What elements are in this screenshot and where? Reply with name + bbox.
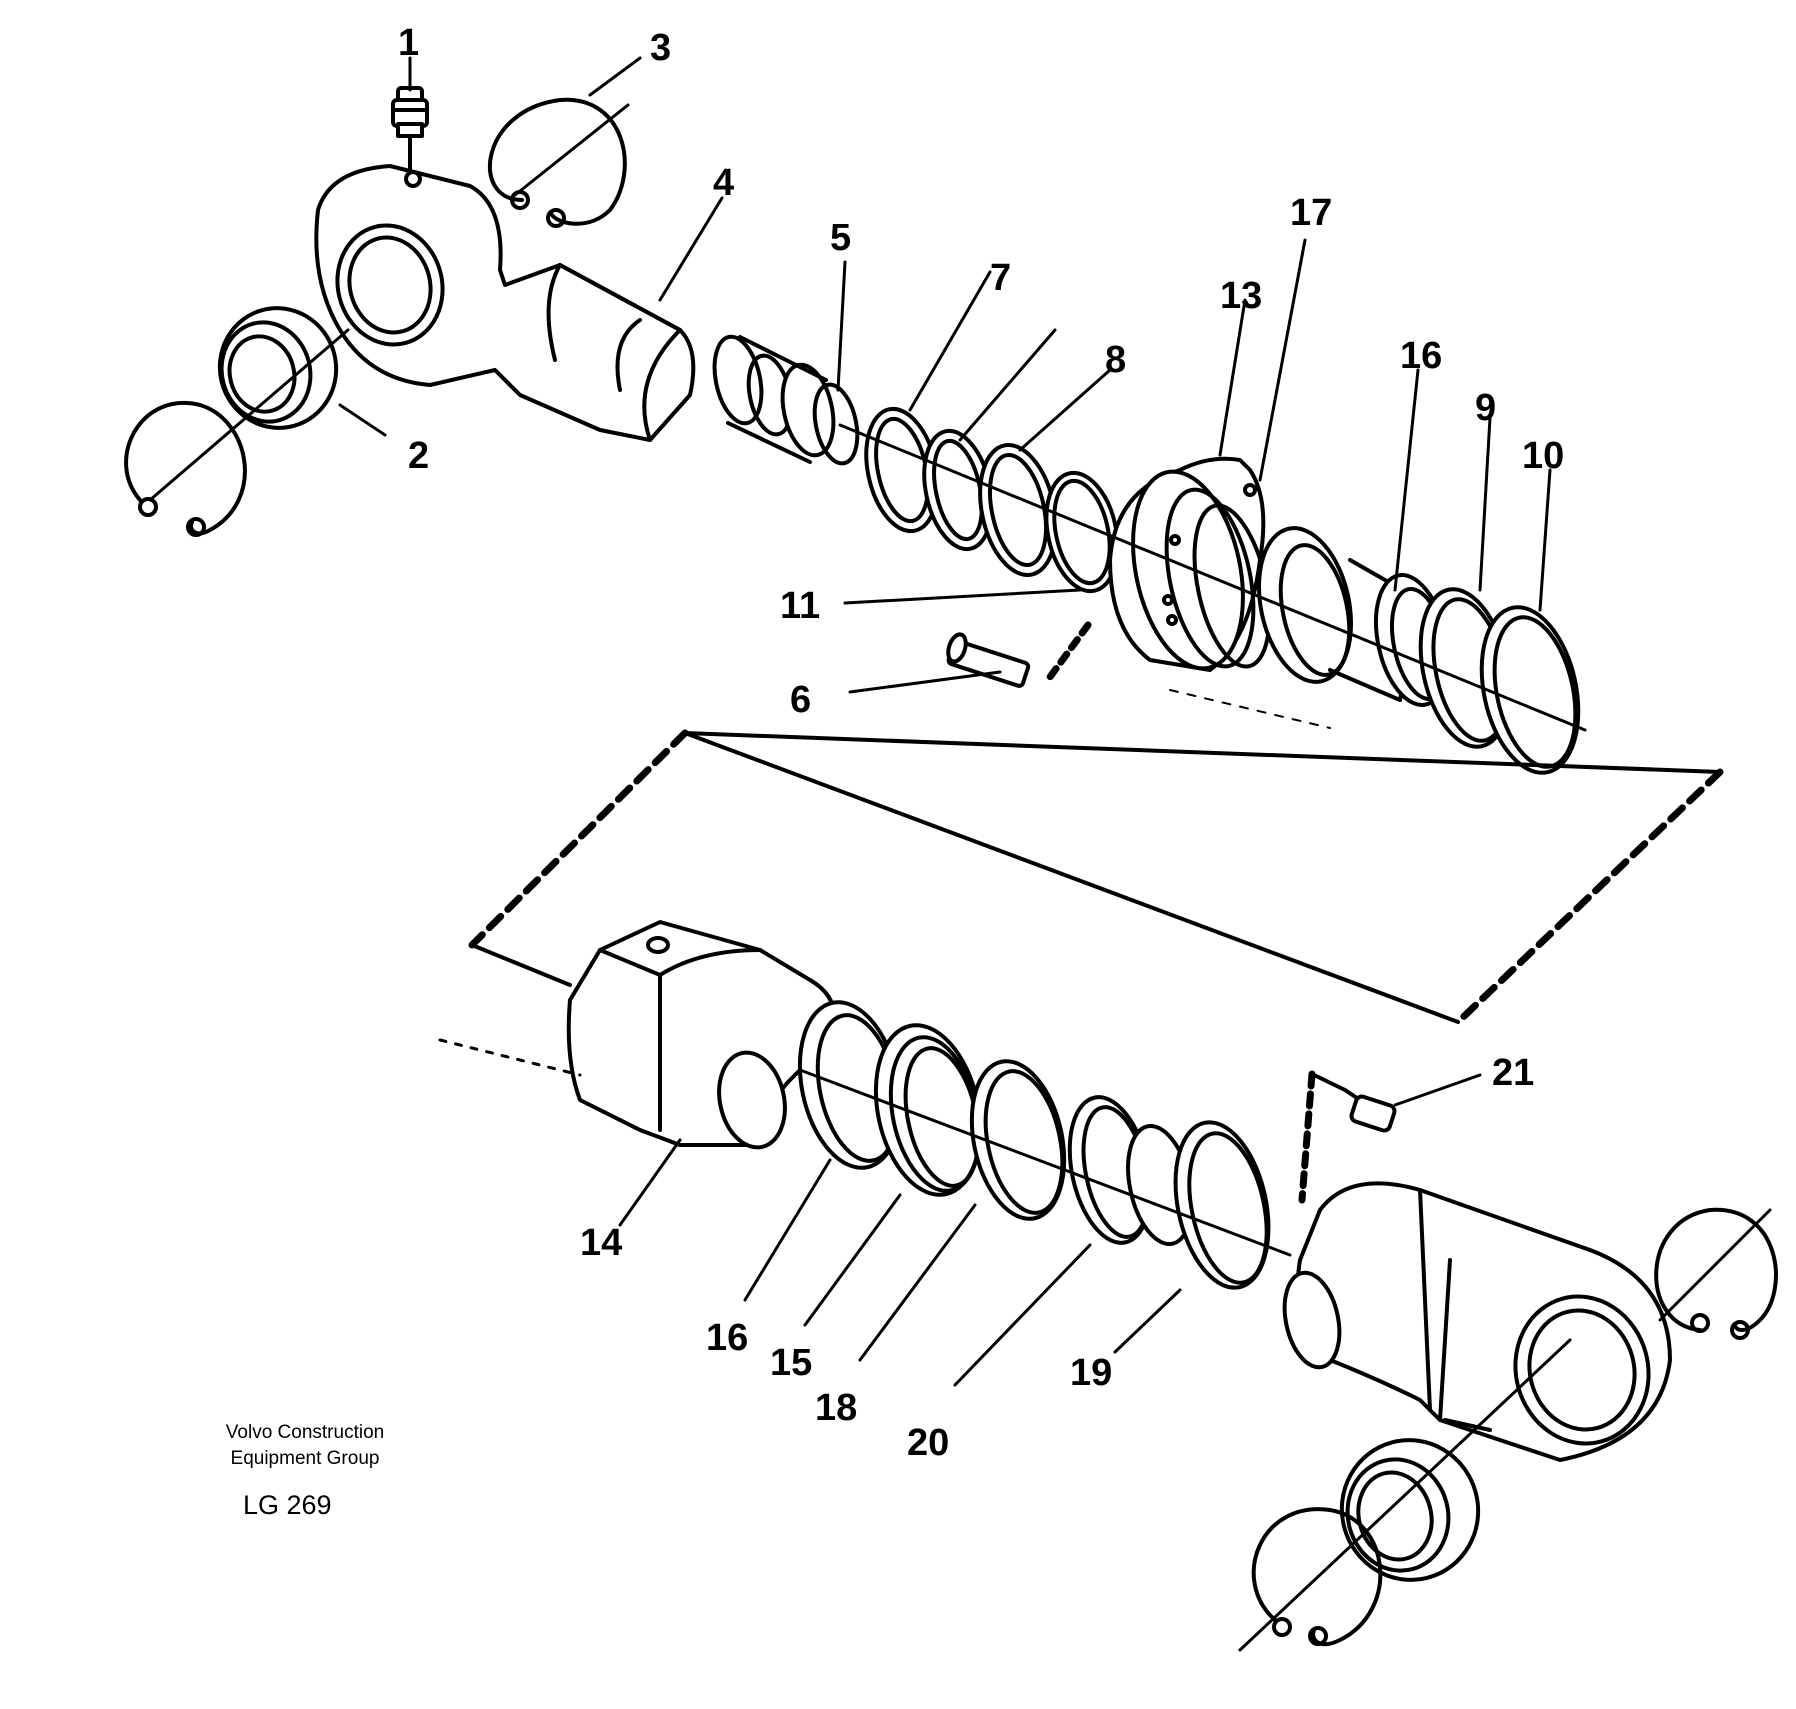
- callout-18: 18: [815, 1387, 857, 1429]
- callout-3: 3: [650, 27, 671, 69]
- callout-9: 9: [1475, 387, 1496, 429]
- callout-16-top: 16: [1400, 335, 1442, 377]
- callout-20: 20: [907, 1422, 949, 1464]
- circlip-bottom-right: [1654, 1207, 1778, 1340]
- spherical-bearing-top: [217, 306, 339, 430]
- rod-seals-right: [1418, 587, 1581, 775]
- callout-7: 7: [990, 257, 1011, 299]
- rod-eye-assembly: [124, 86, 860, 537]
- callout-2: 2: [408, 435, 429, 477]
- drawing-code: LG 269: [243, 1490, 332, 1520]
- callout-10: 10: [1522, 435, 1564, 477]
- gland-seal-set: [864, 406, 1120, 594]
- rod-eye: [314, 164, 696, 442]
- piston: [438, 920, 837, 1150]
- spherical-bearing-bottom: [1339, 1438, 1481, 1582]
- callout-11: 11: [780, 585, 820, 627]
- callout-15: 15: [770, 1342, 812, 1384]
- callout-19: 19: [1070, 1352, 1112, 1394]
- callout-5: 5: [830, 217, 851, 259]
- cylinder-head: [1108, 456, 1272, 672]
- cylinder-eye: [1282, 1181, 1672, 1462]
- callout-17: 17: [1290, 192, 1332, 234]
- callout-4: 4: [713, 162, 734, 204]
- callout-6: 6: [790, 679, 811, 721]
- callout-21: 21: [1492, 1052, 1534, 1094]
- grease-nipple-bottom: [1343, 1088, 1397, 1133]
- callout-8: 8: [1105, 339, 1126, 381]
- company-line-2: Equipment Group: [230, 1448, 380, 1469]
- callout-14: 14: [580, 1222, 622, 1264]
- company-caption: Volvo Construction Equipment Group: [190, 1420, 420, 1472]
- assembly-links: [468, 621, 1724, 1204]
- callout-16-bottom: 16: [706, 1317, 748, 1359]
- leader-lines: [338, 56, 1552, 1387]
- grease-nipple: [391, 86, 429, 172]
- rod-neck: [712, 334, 860, 466]
- callout-1: 1: [398, 22, 419, 64]
- piston-seal-set: [797, 1000, 1271, 1290]
- company-line-1: Volvo Construction: [225, 1422, 385, 1443]
- circlip-top-left: [124, 401, 247, 537]
- callout-13: 13: [1220, 275, 1262, 317]
- callout-labels: 1 2 3 4 5 6 7 8 9 10 11 13 14 15 16 16 1…: [398, 22, 1564, 1464]
